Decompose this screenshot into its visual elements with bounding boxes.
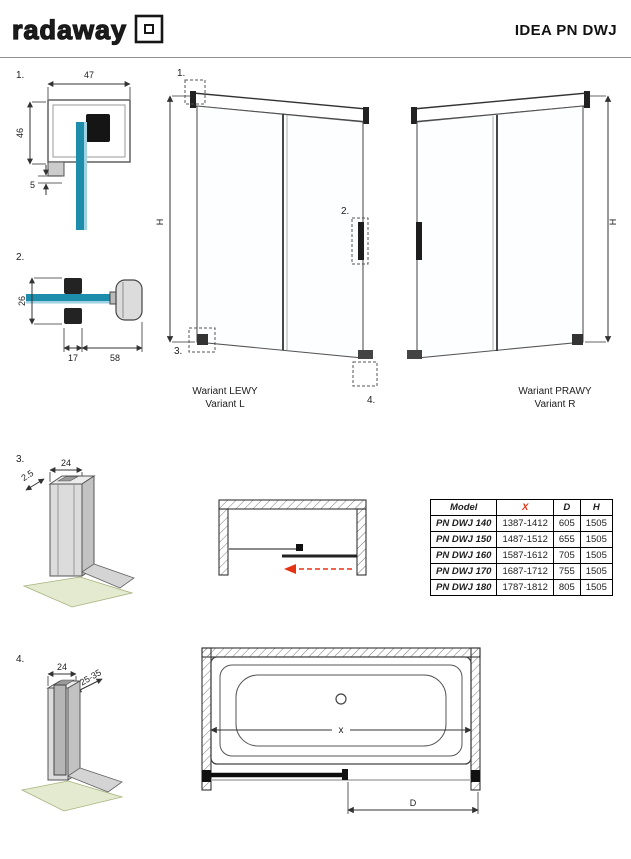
- dim-height: 46: [15, 101, 46, 165]
- detail-4-label: 4.: [16, 654, 24, 665]
- svg-text:Wariant PRAWY: Wariant PRAWY: [518, 386, 591, 397]
- detail-4-drawing: 4. 24 25-35: [16, 654, 124, 812]
- handle-mark: [342, 769, 348, 780]
- page-title: IDEA PN DWJ: [514, 22, 617, 39]
- bottom-foot: [572, 334, 583, 345]
- table-row: PN DWJ 180 1787-1812 805 1505: [429, 579, 613, 596]
- svg-text:1.: 1.: [177, 68, 185, 79]
- detail-2-label: 2.: [16, 252, 24, 263]
- svg-text:D: D: [410, 798, 417, 808]
- screen-door: [202, 769, 480, 782]
- door-handle: [416, 222, 422, 260]
- col-h: H: [579, 499, 613, 516]
- wall-profile-right: [471, 770, 480, 782]
- dim-d: D: [347, 782, 479, 814]
- detail-marker-3: 3.: [174, 327, 216, 357]
- header-divider: [0, 57, 631, 58]
- overflow-drain: [335, 693, 347, 705]
- variant-right-elevation: [407, 91, 590, 359]
- dim-chain: 17 58: [63, 322, 143, 363]
- size-table-header-row: Model X D H: [429, 499, 613, 516]
- svg-text:Wariant LEWY: Wariant LEWY: [192, 386, 258, 397]
- dim-width: 47: [47, 70, 131, 99]
- table-row: PN DWJ 140 1387-1412 605 1505: [429, 515, 613, 532]
- variant-left-elevation: [190, 91, 373, 359]
- svg-text:47: 47: [84, 70, 94, 80]
- roller-carriage: [86, 114, 110, 142]
- svg-text:2.5: 2.5: [19, 468, 35, 483]
- handle-mark: [296, 544, 303, 551]
- detail-marker-4: 4.: [352, 361, 378, 406]
- glass-panel-section: [76, 122, 87, 230]
- col-d: D: [552, 499, 581, 516]
- svg-text:3.: 3.: [174, 346, 182, 357]
- wall-profile: [48, 475, 96, 577]
- glass-panel-section: [26, 294, 118, 304]
- col-model: Model: [429, 499, 498, 516]
- slide-direction-arrow: [284, 564, 352, 574]
- svg-text:4.: 4.: [367, 395, 375, 406]
- floor-skirting: [81, 563, 135, 589]
- table-row: PN DWJ 150 1487-1512 655 1505: [429, 531, 613, 548]
- svg-text:46: 46: [15, 128, 25, 138]
- floor-skirting: [67, 767, 123, 793]
- bathtub-outline: [210, 656, 472, 765]
- table-row: PN DWJ 170 1687-1712 755 1505: [429, 563, 613, 580]
- detail-1-label: 1.: [16, 70, 24, 81]
- brand-logo-text: radaway: [12, 15, 127, 45]
- svg-text:Variant R: Variant R: [535, 399, 576, 410]
- dim-x: x: [210, 725, 472, 736]
- plan-schematic: [218, 499, 367, 576]
- floor-plane: [22, 576, 134, 608]
- detail-2-drawing: 2. 26 17 58: [16, 252, 143, 363]
- variant-left-caption: Wariant LEWY Variant L: [192, 386, 258, 410]
- dim-h-right: H: [585, 95, 618, 343]
- svg-text:H: H: [155, 219, 165, 226]
- brand-logo: radaway: [12, 14, 164, 46]
- dim-h-left: H: [155, 95, 195, 343]
- svg-text:H: H: [608, 219, 618, 226]
- variant-right-caption: Wariant PRAWY Variant R: [518, 386, 591, 410]
- detail-3-label: 3.: [16, 454, 24, 465]
- brand-logo-mark-icon: [134, 14, 164, 44]
- bottom-foot: [197, 334, 208, 345]
- bottom-guide: [407, 350, 422, 359]
- walls: [218, 499, 367, 576]
- bathtub-plan-view: x D: [201, 647, 481, 814]
- size-table: Model X D H PN DWJ 140 1387-1412 605 150…: [429, 499, 613, 596]
- glass-panels: [196, 105, 364, 359]
- door-edge-profile: [109, 279, 143, 321]
- detail-marker-2: 2.: [341, 206, 369, 265]
- dim-gap: 5: [30, 165, 62, 195]
- detail-3-drawing: 3. 24 2.5: [16, 454, 135, 608]
- detail-1-drawing: 1. 47 46 5: [15, 70, 131, 230]
- adjustable-profile: [46, 679, 82, 781]
- bottom-guide: [358, 350, 373, 359]
- detail-marker-1: 1.: [177, 68, 206, 105]
- dim-thickness: 2.5: [19, 468, 45, 491]
- table-row: PN DWJ 160 1587-1612 705 1505: [429, 547, 613, 564]
- floor-plane: [20, 780, 124, 812]
- dim-clamp: 26: [17, 277, 62, 325]
- svg-text:17: 17: [68, 353, 78, 363]
- svg-text:26: 26: [17, 296, 27, 306]
- elevation-views: H H 1. 2. 3: [155, 68, 618, 410]
- wall-profile-left: [202, 770, 211, 782]
- door-handle: [358, 222, 364, 260]
- svg-text:2.: 2.: [341, 206, 349, 217]
- svg-text:5: 5: [30, 180, 35, 190]
- glass-panels: [416, 105, 584, 359]
- col-x: X: [496, 499, 554, 516]
- svg-text:Variant L: Variant L: [205, 399, 245, 410]
- svg-text:58: 58: [110, 353, 120, 363]
- svg-text:x: x: [339, 725, 344, 736]
- svg-text:24: 24: [57, 662, 67, 672]
- handle-clamps: [64, 278, 82, 324]
- svg-text:24: 24: [61, 458, 71, 468]
